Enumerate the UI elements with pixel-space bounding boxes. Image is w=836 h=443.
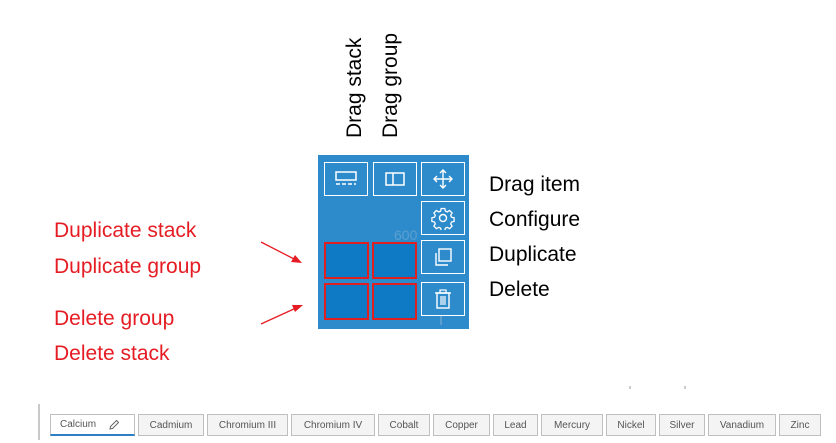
trash-icon [435,289,451,309]
tab-zinc[interactable]: Zinc [779,414,821,436]
drag-stack-button[interactable] [324,162,368,196]
move-arrows-icon [433,169,453,189]
group-layout-icon [385,172,405,186]
duplicate-icon [435,248,452,266]
duplicate-group-label: Duplicate group [54,255,202,278]
arrow-to-duplicate-row [260,241,302,263]
background-tick [440,315,442,325]
tab-copper[interactable]: Copper [433,414,490,436]
tab-silver[interactable]: Silver [659,414,705,436]
pencil-icon[interactable] [108,419,120,431]
delete-label: Delete [489,278,550,301]
configure-label: Configure [489,208,581,231]
tab-label: Calcium [60,419,97,430]
tab-cobalt[interactable]: Cobalt [378,414,430,436]
drag-stack-label: Drag stack [343,37,366,138]
duplicate-group-button[interactable] [372,242,417,279]
duplicate-stack-label: Duplicate stack [54,219,197,242]
delete-stack-button[interactable] [324,283,369,320]
tab-calcium[interactable]: Calcium [50,414,135,436]
duplicate-stack-button[interactable] [324,242,369,279]
duplicate-label: Duplicate [489,243,577,266]
delete-stack-label: Delete stack [54,342,170,365]
tab-chromium-iv[interactable]: Chromium IV [291,414,375,436]
drag-group-label: Drag group [379,32,402,138]
stack-layout-icon [335,171,357,185]
widget-control-panel: 600 [318,155,469,329]
arrow-to-delete-row [260,305,303,325]
delete-group-label: Delete group [54,307,175,330]
duplicate-button[interactable] [421,240,465,274]
drag-item-button[interactable] [421,162,465,196]
drag-group-button[interactable] [373,162,417,196]
gear-icon [431,207,455,230]
tab-mercury[interactable]: Mercury [541,414,603,436]
tab-cadmium[interactable]: Cadmium [138,414,204,436]
tab-chromium-iii[interactable]: Chromium III [207,414,288,436]
tab-lead[interactable]: Lead [493,414,538,436]
tab-nickel[interactable]: Nickel [606,414,656,436]
delete-button[interactable] [421,282,465,316]
delete-group-button[interactable] [372,283,417,320]
tab-strip-edge [38,404,40,440]
background-value: 600 [394,227,418,243]
configure-button[interactable] [421,201,465,235]
tab-vanadium[interactable]: Vanadium [708,414,776,436]
drag-item-label: Drag item [489,173,581,196]
